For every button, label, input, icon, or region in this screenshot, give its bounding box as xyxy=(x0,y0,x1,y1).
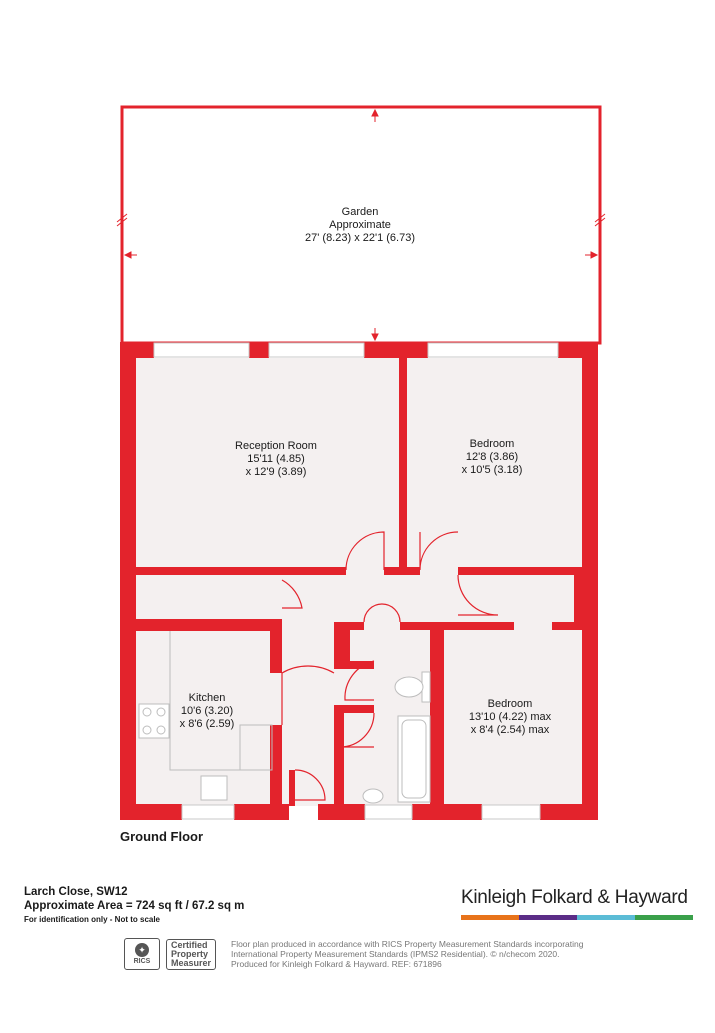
reception-line1: 15'11 (4.85) xyxy=(247,453,305,465)
rics-badge-text: RICS xyxy=(133,958,151,965)
bedroom2-line2: x 8'4 (2.54) max xyxy=(470,724,550,736)
windows xyxy=(153,342,559,820)
bedroom2-label: Bedroom 13'10 (4.22) max x 8'4 (2.54) ma… xyxy=(469,698,551,737)
property-address: Larch Close, SW12 xyxy=(24,886,128,898)
agency-name: Kinleigh Folkard & Hayward xyxy=(461,887,688,908)
rics-cert-line1: Certified xyxy=(171,939,208,950)
kitchen-name: Kitchen xyxy=(188,692,226,704)
garden-dimension-arrows xyxy=(116,108,606,342)
rics-logo: ✦ RICS Certified Property Measurer xyxy=(124,938,217,970)
bedroom2-name: Bedroom xyxy=(487,698,533,710)
kitchen-line1: 10'6 (3.20) xyxy=(180,705,234,717)
brand-bar-green xyxy=(635,915,693,920)
property-info: Larch Close, SW12 Approximate Area = 724… xyxy=(24,885,244,927)
fixtures xyxy=(138,631,431,804)
brand-bar-orange xyxy=(461,915,519,920)
brand-color-bars xyxy=(461,915,693,920)
floor-label: Ground Floor xyxy=(120,829,204,844)
garden-label: Garden Approximate 27' (8.23) x 22'1 (6.… xyxy=(305,206,415,245)
bedroom1-label: Bedroom 12'8 (3.86) x 10'5 (3.18) xyxy=(462,438,523,477)
reception-line2: x 12'9 (3.89) xyxy=(245,466,307,478)
rics-badge: ✦ RICS xyxy=(124,938,160,970)
interior-floor xyxy=(136,358,582,806)
bedroom2-line1: 13'10 (4.22) max xyxy=(468,711,552,723)
kitchen-line2: x 8'6 (2.59) xyxy=(179,718,235,730)
rics-certified-box: Certified Property Measurer xyxy=(166,938,217,970)
hob xyxy=(138,703,170,739)
disclaimer: Floor plan produced in accordance with R… xyxy=(231,939,611,969)
bedroom1-line1: 12'8 (3.86) xyxy=(465,451,519,463)
disclaimer-line3: Produced for Kinleigh Folkard & Hayward.… xyxy=(231,959,442,969)
reception-name: Reception Room xyxy=(235,440,317,452)
property-note: For identification only - Not to scale xyxy=(24,915,161,924)
brand-bar-purple xyxy=(519,915,577,920)
disclaimer-line1: Floor plan produced in accordance with R… xyxy=(231,939,584,949)
bedroom1-name: Bedroom xyxy=(469,438,515,450)
rics-cert-line2: Property xyxy=(171,948,209,959)
sink xyxy=(200,775,228,801)
door-swings xyxy=(281,531,499,801)
rics-cert-line3: Measurer xyxy=(171,957,212,968)
reception-label: Reception Room 15'11 (4.85) x 12'9 (3.89… xyxy=(235,440,317,479)
rics-crest-icon: ✦ xyxy=(135,943,149,957)
property-area: Approximate Area = 724 sq ft / 67.2 sq m xyxy=(24,900,245,912)
brand-bar-cyan xyxy=(577,915,635,920)
garden-line1: Approximate xyxy=(329,219,391,231)
garden-name: Garden xyxy=(341,206,379,218)
disclaimer-line2: International Property Measurement Stand… xyxy=(231,949,560,959)
garden-line2: 27' (8.23) x 22'1 (6.73) xyxy=(305,232,415,244)
walls xyxy=(120,342,598,820)
bedroom1-line2: x 10'5 (3.18) xyxy=(461,464,523,476)
kitchen-label: Kitchen 10'6 (3.20) x 8'6 (2.59) xyxy=(180,692,235,731)
agency-brand: Kinleigh Folkard & Hayward xyxy=(461,887,693,920)
